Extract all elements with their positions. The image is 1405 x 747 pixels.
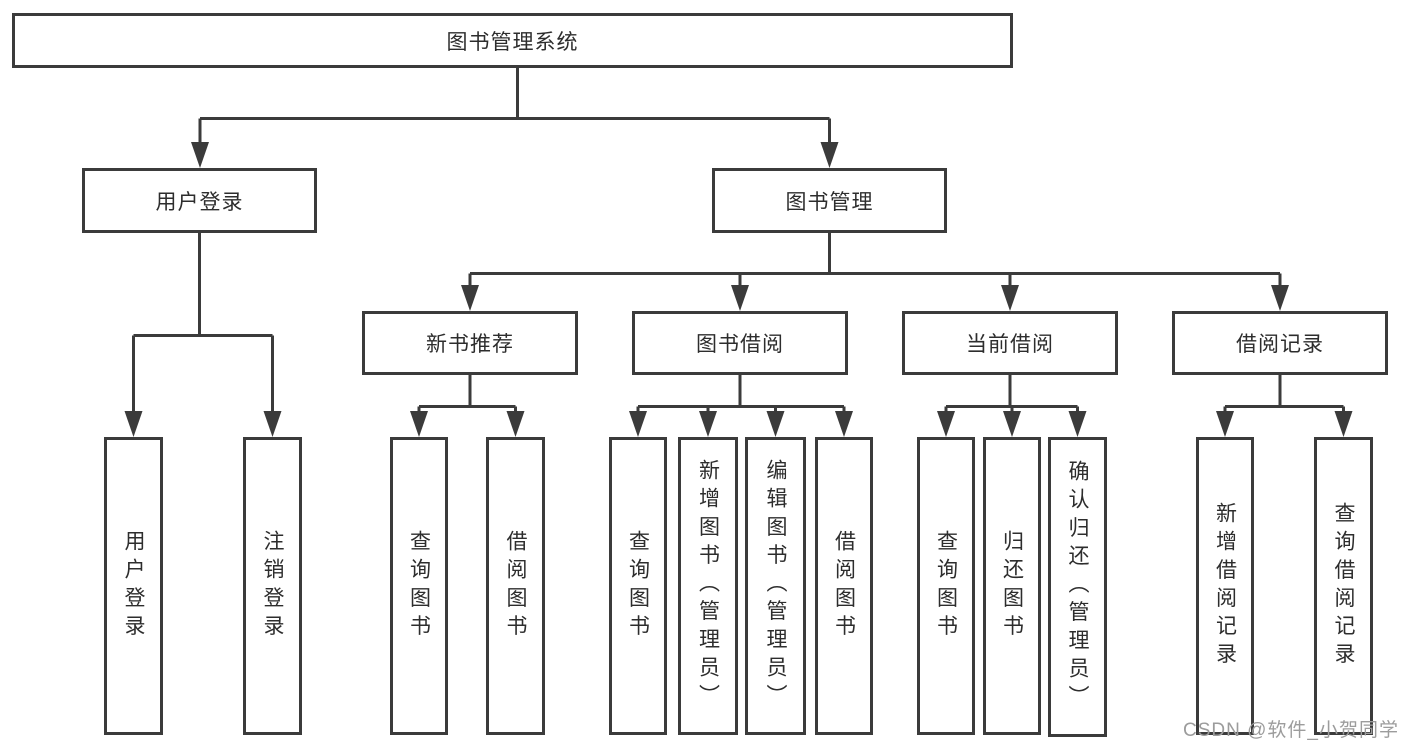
node-borrow-books-borrowing: 借阅图书 [815,437,873,735]
arrowhead-icon [937,411,955,437]
arrowhead-icon [410,411,428,437]
arrowhead-icon [1003,411,1021,437]
node-root: 图书管理系统 [12,13,1013,68]
node-logout-action: 注销登录 [243,437,302,735]
node-user-login: 用户登录 [82,168,317,233]
arrowhead-icon [263,411,282,437]
node-confirm-return-admin: 确认归还（管理员） [1048,437,1107,737]
arrowhead-icon [1334,411,1353,437]
arrowhead-icon [731,285,749,311]
node-add-books-admin: 新增图书（管理员） [678,437,738,735]
node-query-books-borrowing: 查询图书 [609,437,667,735]
arrowhead-icon [191,142,209,168]
arrowhead-icon [629,411,647,437]
node-user-login-action: 用户登录 [104,437,163,735]
node-new-book-recommend: 新书推荐 [362,311,578,375]
arrowhead-icon [1068,411,1087,437]
node-borrow-books-recommend: 借阅图书 [486,437,545,735]
arrowhead-icon [124,411,143,437]
node-borrowing-records: 借阅记录 [1172,311,1388,375]
arrowhead-icon [1001,285,1019,311]
connector-book-borrow-branch [636,375,846,421]
node-current-borrowing: 当前借阅 [902,311,1118,375]
arrowhead-icon [461,285,479,311]
connector-user-login-branch [132,233,274,421]
arrowhead-icon [766,411,785,437]
connector-current-borrow-branch [944,375,1079,421]
arrowhead-icon [835,411,853,437]
node-query-books-recommend: 查询图书 [390,437,448,735]
arrowhead-icon [1271,285,1289,311]
connector-new-book-branch [417,375,517,421]
node-query-books-current: 查询图书 [917,437,975,735]
connector-book-mgmt-branch [468,233,1282,295]
arrowhead-icon [820,142,839,168]
watermark: CSDN @软件_小贺同学 [1183,720,1399,741]
arrowhead-icon [699,411,717,437]
node-book-borrowing: 图书借阅 [632,311,848,375]
node-add-borrow-record: 新增借阅记录 [1196,437,1254,735]
node-edit-books-admin: 编辑图书（管理员） [745,437,806,735]
connector-root-branch [198,68,831,152]
node-query-borrow-record: 查询借阅记录 [1314,437,1373,735]
arrowhead-icon [506,411,525,437]
node-book-management: 图书管理 [712,168,947,233]
arrowhead-icon [1216,411,1234,437]
connector-borrow-records-branch [1223,375,1345,421]
node-return-books: 归还图书 [983,437,1041,735]
